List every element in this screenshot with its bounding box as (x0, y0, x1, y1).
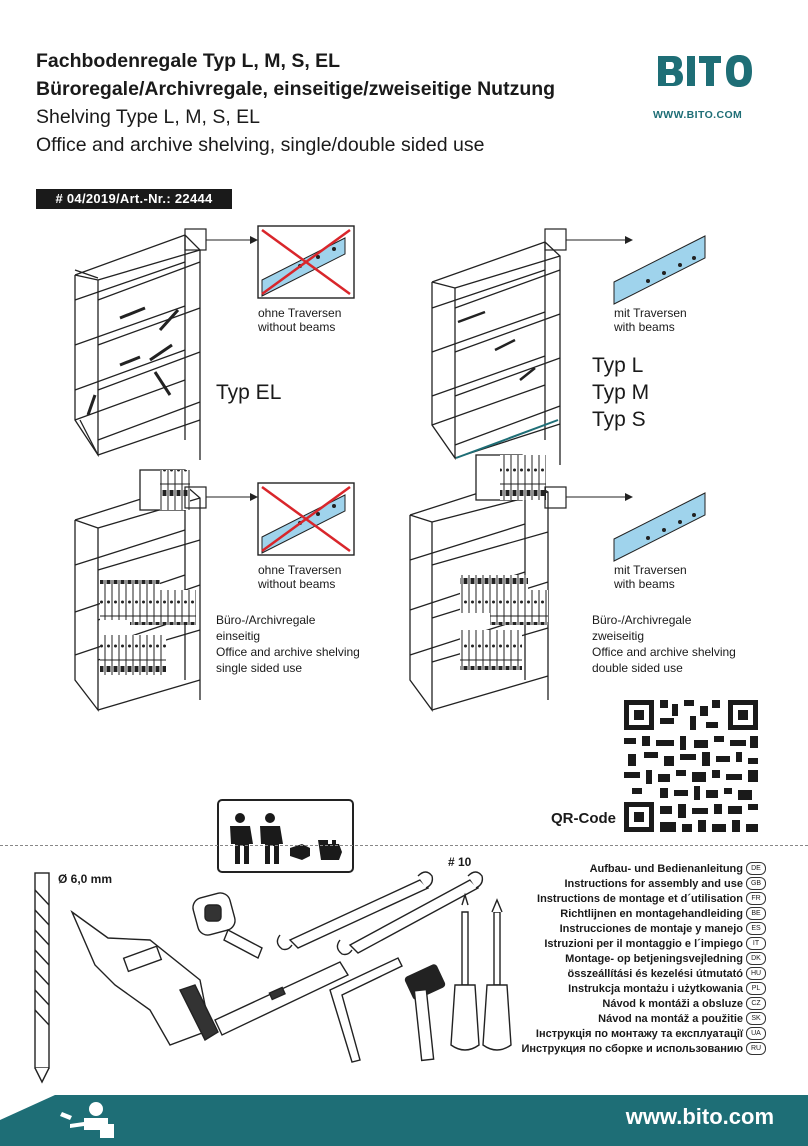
el-beam-caption-de: ohne Traversen (258, 306, 342, 320)
brand-url[interactable]: WWW.BITO.COM (653, 109, 743, 121)
double-desc-line: Büro-/Archivregale (592, 613, 692, 627)
detail-no-beams-bottom (257, 482, 355, 556)
type-m-label: Typ M (592, 381, 650, 404)
subtitle-de: Büroregale/Archivregale, einseitige/zwei… (36, 78, 556, 100)
lms-beam-caption-en: with beams (614, 320, 675, 334)
footer-bar (0, 1095, 808, 1146)
drill-bit-size: Ø 6,0 mm (58, 872, 113, 886)
lms-beam-caption-de: mit Traversen (614, 306, 687, 320)
dashed-divider (0, 845, 808, 846)
wrench-size: # 10 (448, 855, 472, 869)
double-beam-caption-en: with beams (614, 577, 675, 591)
type-s-label: Typ S (592, 408, 646, 431)
double-desc-line: double sided use (592, 661, 683, 675)
detail-beams-bottom (613, 492, 706, 562)
tools-drawing (34, 871, 512, 1084)
qr-code-label: QR-Code (551, 810, 616, 827)
subtitle-en: Office and archive shelving, single/doub… (36, 134, 485, 156)
detail-no-beams-top (257, 225, 355, 299)
double-desc-line: zweiseitig (592, 629, 645, 643)
double-beam-caption-de: mit Traversen (614, 563, 687, 577)
single-desc-line: single sided use (216, 661, 303, 675)
title-de: Fachbodenregale Typ L, M, S, EL (36, 50, 341, 72)
single-desc-line: Office and archive shelving (216, 645, 360, 659)
single-desc-line: Büro-/Archivregale (216, 613, 316, 627)
article-number: # 04/2019/Art.-Nr.: 22444 (36, 189, 232, 209)
bito-logo (656, 52, 760, 107)
shelf-lms-drawing (431, 241, 561, 465)
language-item: Instructions de montage et d´utilisation… (490, 891, 766, 906)
qr-code (624, 700, 758, 832)
type-l-label: Typ L (592, 354, 644, 377)
type-el-label: Typ EL (216, 381, 282, 404)
shelf-el-drawing (74, 234, 201, 460)
single-beam-caption-de: ohne Traversen (258, 563, 342, 577)
single-desc-line: einseitig (216, 629, 261, 643)
el-beam-caption-en: without beams (258, 320, 336, 334)
detail-beams-top (613, 235, 706, 305)
single-beam-caption-en: without beams (258, 577, 336, 591)
footer-url-link[interactable]: www.bito.com (625, 1104, 774, 1129)
title-en: Shelving Type L, M, S, EL (36, 106, 261, 128)
double-desc-line: Office and archive shelving (592, 645, 736, 659)
two-persons-icon (217, 799, 354, 873)
